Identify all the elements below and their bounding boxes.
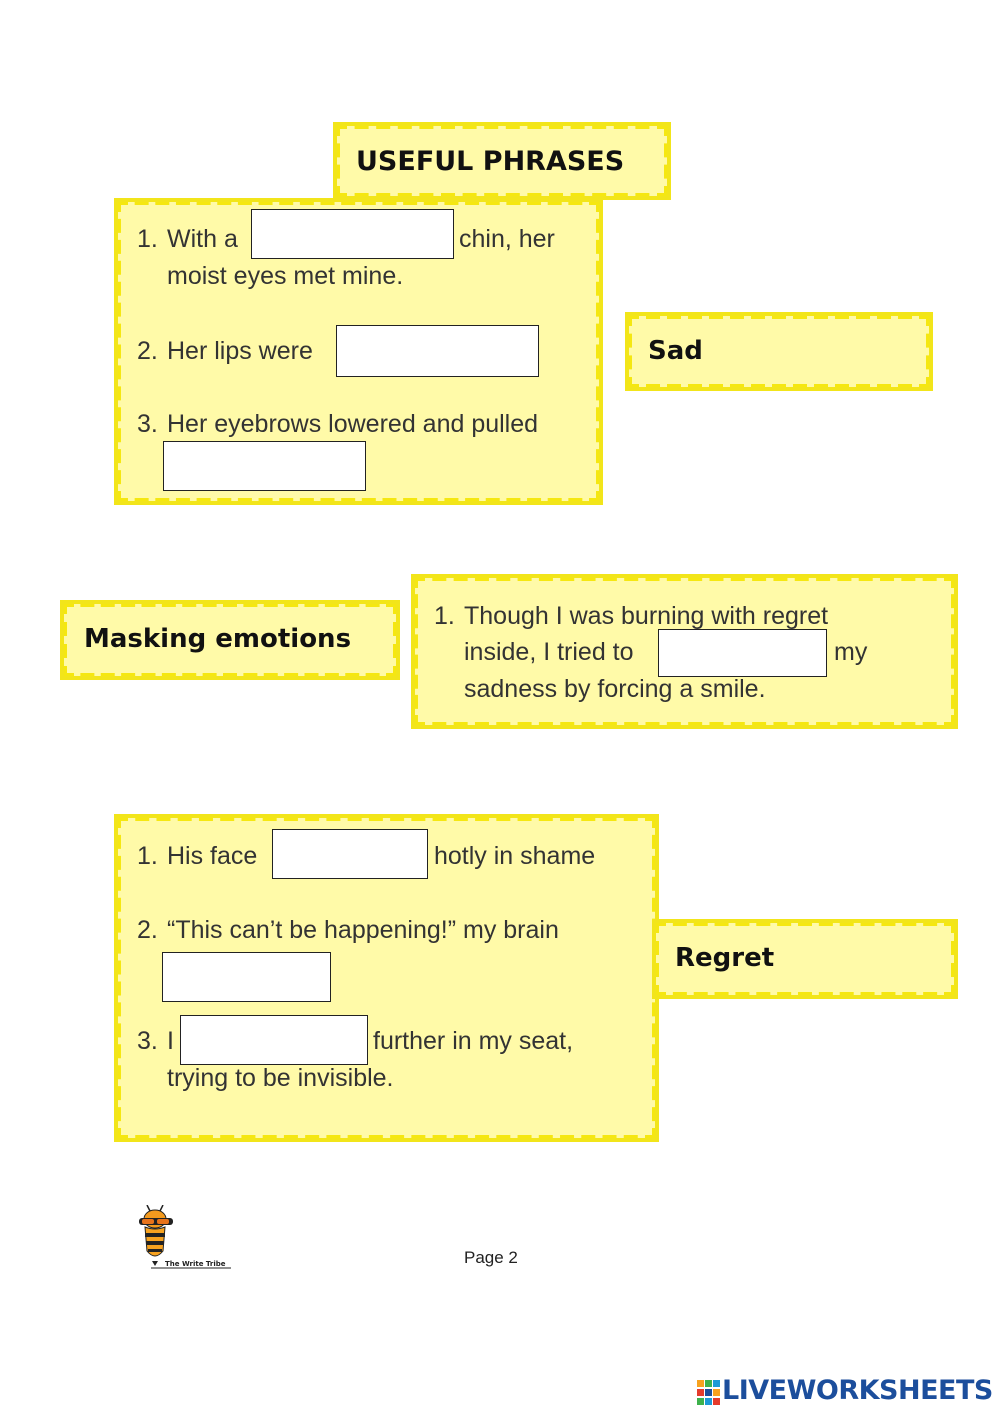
regret-label: Regret <box>675 943 775 973</box>
regret-item-2: 2.“This can’t be happening!” my brain <box>137 916 559 944</box>
regret-item-1-after: hotly in shame <box>434 842 596 870</box>
sad-item-2: 2.Her lips were <box>137 337 313 365</box>
sad-blank-2[interactable] <box>336 325 539 377</box>
liveworksheets-brand[interactable]: LIVEWORKSHEETS <box>722 1375 993 1406</box>
regret-item-3-line2: trying to be invisible. <box>167 1064 394 1092</box>
sad-item-1-line2: moist eyes met mine. <box>167 262 404 290</box>
masking-item-1-line1: 1.Though I was burning with regret <box>434 602 829 630</box>
regret-item-3: 3.I <box>137 1027 174 1055</box>
regret-blank-2[interactable] <box>162 952 331 1002</box>
sad-label-box <box>625 312 933 391</box>
sad-item-1-line1: 1.With a <box>137 225 238 253</box>
sad-blank-1[interactable] <box>251 209 454 259</box>
liveworksheets-logo-icon <box>697 1380 721 1406</box>
regret-label-box <box>652 919 958 999</box>
masking-label: Masking emotions <box>84 624 352 654</box>
regret-blank-1[interactable] <box>272 829 428 879</box>
masking-item-1-before: inside, I tried to <box>464 638 634 666</box>
masking-blank-1[interactable] <box>658 629 827 677</box>
bee-logo-icon: The Write Tribe <box>133 1204 233 1275</box>
sad-label: Sad <box>648 336 703 366</box>
masking-item-1-line3: sadness by forcing a smile. <box>464 675 766 703</box>
sad-blank-3[interactable] <box>163 441 366 491</box>
page-number: Page 2 <box>464 1248 518 1267</box>
masking-item-1-after: my <box>834 638 868 666</box>
sad-item-3: 3.Her eyebrows lowered and pulled <box>137 410 539 438</box>
masking-label-box <box>60 600 400 680</box>
sad-item-1-after: chin, her <box>459 225 555 253</box>
title-box <box>333 122 671 200</box>
regret-item-3-after: further in my seat, <box>373 1027 574 1055</box>
regret-blank-3[interactable] <box>180 1015 368 1065</box>
regret-item-1: 1.His face <box>137 842 258 870</box>
logo-text: The Write Tribe <box>165 1260 226 1268</box>
page-title: USEFUL PHRASES <box>356 146 625 177</box>
